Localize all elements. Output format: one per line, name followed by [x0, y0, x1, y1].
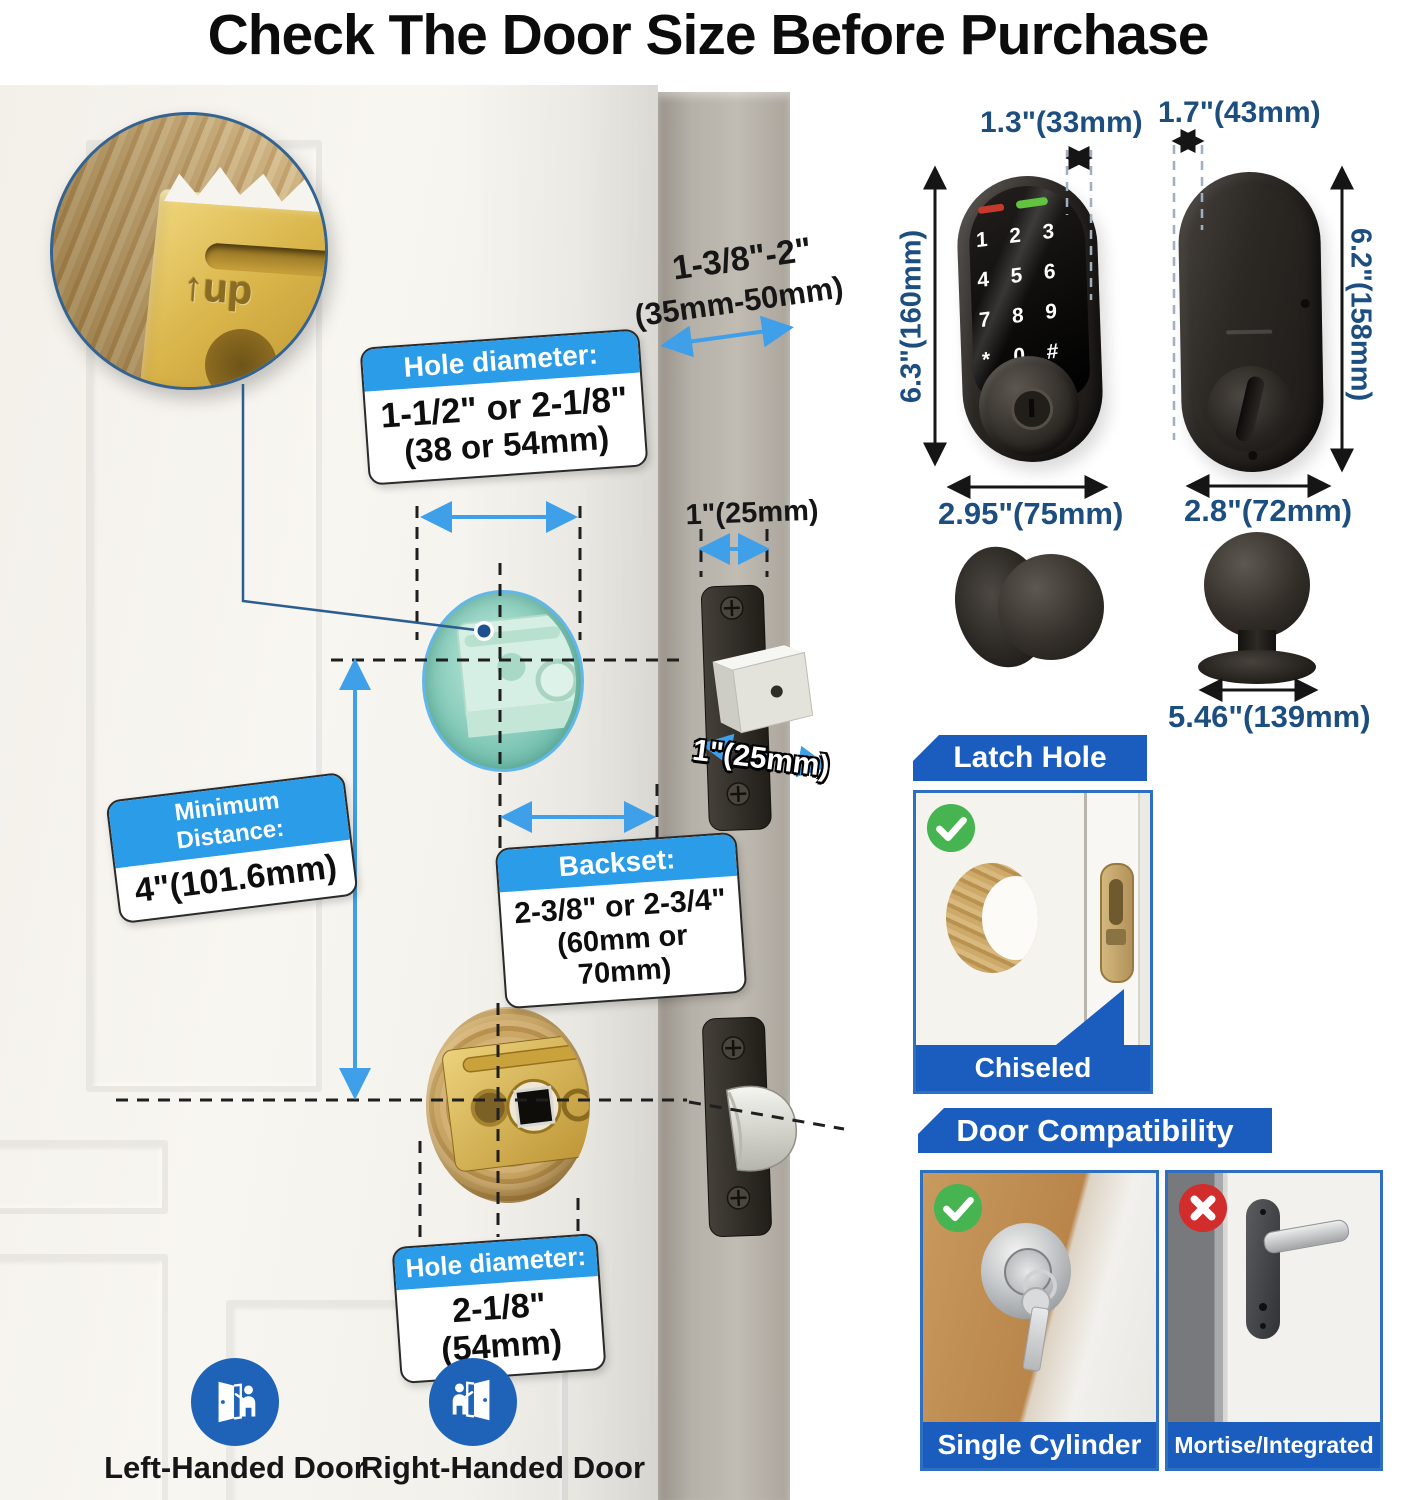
dashed-guides [116, 506, 845, 1257]
latch-tab [1106, 929, 1126, 945]
back-height-label: 6.2"(158mm) [1344, 227, 1377, 402]
single-cylinder-caption: Single Cylinder [923, 1422, 1156, 1468]
right-handed-door-label: Right-Handed Door [360, 1450, 646, 1485]
latch-hole-photo [916, 793, 1150, 1091]
black-measure-arrows [923, 129, 1354, 702]
back-top-width-label: 1.7"(43mm) [1158, 96, 1321, 129]
deadbolt-latch-graphic [700, 584, 814, 832]
latch-width-arrow-bottom [700, 733, 830, 778]
single-cylinder-card: Single Cylinder [920, 1170, 1159, 1471]
door-knob-side-view [942, 536, 1112, 678]
magnifier-bubble: ↑up [50, 112, 328, 390]
cross-icon [1178, 1183, 1228, 1233]
check-badge [926, 803, 976, 858]
door-panel-molding [0, 1254, 168, 1500]
door-compatibility-banner: Door Compatibility [918, 1108, 1272, 1153]
keyhole-dot [1259, 1303, 1267, 1311]
latch-hole-banner: Latch Hole [913, 735, 1147, 781]
door-compatibility-title: Door Compatibility [956, 1112, 1234, 1148]
front-height-label: 6.3"(160mm) [895, 229, 928, 404]
check-icon [933, 1183, 983, 1233]
door-edge-line [1084, 793, 1087, 1091]
callout-body: 2-1/8" (54mm) [396, 1276, 604, 1382]
front-width-label: 2.95"(75mm) [938, 496, 1124, 531]
mortise-card: Mortise/Integrated [1165, 1170, 1383, 1471]
magnifier-leader [241, 384, 494, 641]
screw-dot [1260, 1209, 1266, 1215]
bored-hole [946, 863, 1038, 973]
check-badge [933, 1183, 983, 1238]
door-person-pictogram [218, 1381, 256, 1423]
hole-diameter-callout-top: Hole diameter: 1-1/2" or 2-1/8" (38 or 5… [359, 328, 649, 486]
mirrored-pictogram [444, 1371, 502, 1434]
left-handed-door-icon [191, 1358, 279, 1446]
left-handed-door-label: Left-Handed Door [104, 1450, 366, 1485]
latch-hole-detail [205, 329, 277, 387]
brass-latch-in-hole [442, 1031, 600, 1172]
latch-hole-card: Chiseled [913, 790, 1153, 1094]
page-title: Check The Door Size Before Purchase [207, 3, 1210, 67]
latch-slot [1109, 879, 1123, 925]
knob-ball [1204, 532, 1310, 638]
cross-badge [1178, 1183, 1228, 1238]
mortise-photo [1168, 1173, 1380, 1468]
single-cylinder-photo [923, 1173, 1156, 1468]
back-width-label: 2.8"(72mm) [1184, 493, 1353, 528]
edge-thickness-arrow [660, 315, 794, 358]
callout-body: 2-3/8" or 2-3/4" (60mm or 70mm) [500, 876, 745, 1007]
mortise-plate [1246, 1199, 1280, 1339]
check-icon [926, 803, 976, 853]
door-knob-front-view [1194, 532, 1320, 684]
callout-body: 1-1/2" or 2-1/8" (38 or 54mm) [365, 372, 647, 483]
spring-latch-graphic [702, 1016, 797, 1237]
latch-hole-title: Latch Hole [953, 741, 1107, 774]
mortise-caption: Mortise/Integrated [1168, 1422, 1380, 1468]
chiseled-caption: Chiseled [916, 1045, 1150, 1091]
door-rail-molding [0, 1140, 168, 1214]
screw-dot [1260, 1323, 1266, 1329]
background-gap [1140, 793, 1150, 1091]
right-handed-door-icon [429, 1358, 517, 1446]
backset-callout: Backset: 2-3/8" or 2-3/4" (60mm or 70mm) [494, 831, 748, 1009]
chiseled-latch-mortise [1100, 863, 1134, 983]
knob-ball [998, 554, 1104, 660]
latch-depth-label-top: 1"(25mm) [684, 494, 820, 532]
knob-width-label: 5.46"(139mm) [1168, 699, 1371, 734]
front-top-width-label: 1.3"(33mm) [980, 106, 1143, 139]
door-person-pictogram [452, 1379, 490, 1420]
hole-diameter-callout-bottom: Hole diameter: 2-1/8" (54mm) [391, 1232, 607, 1385]
dashed-guides-locks [1065, 145, 1204, 440]
